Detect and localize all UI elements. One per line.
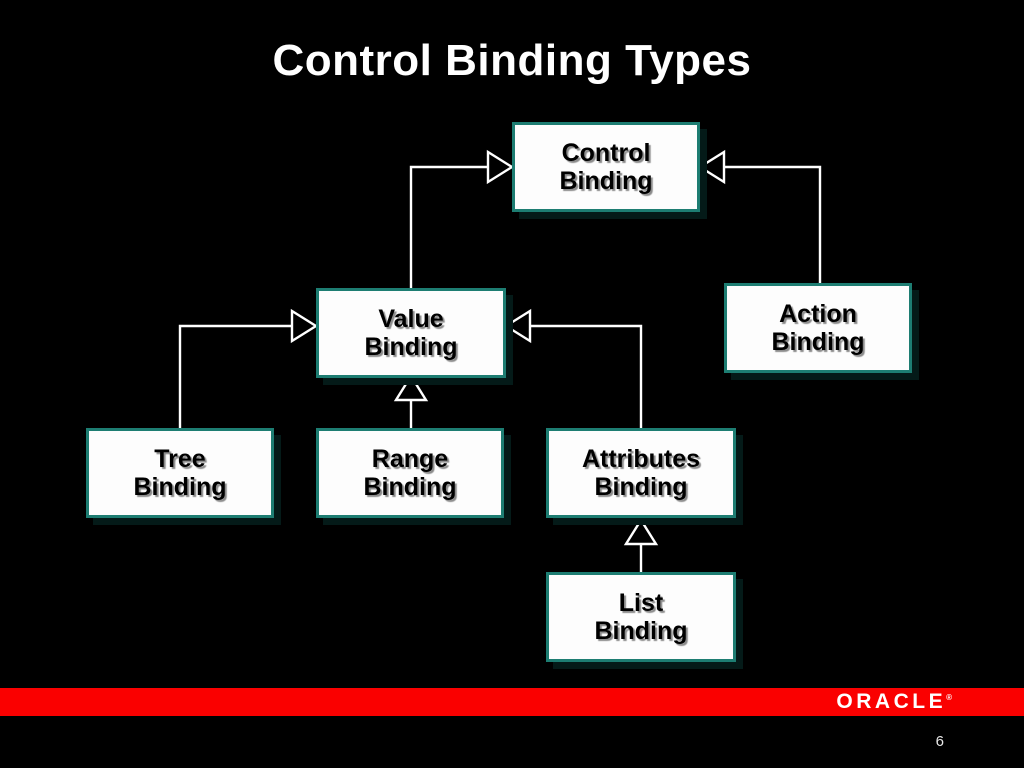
node-control-binding[interactable]: Control Binding bbox=[512, 122, 700, 212]
node-label-line2: Binding bbox=[364, 333, 458, 361]
node-label-line1: Tree bbox=[154, 444, 206, 473]
page-number: 6 bbox=[935, 733, 944, 750]
arrowhead-into-value-bottom bbox=[393, 373, 429, 402]
edge-action-to-control bbox=[718, 165, 822, 283]
node-list-binding[interactable]: List Binding bbox=[546, 572, 736, 662]
node-action-binding[interactable]: Action Binding bbox=[724, 283, 912, 373]
node-attributes-binding[interactable]: Attributes Binding bbox=[546, 428, 736, 518]
node-label-line2: Binding bbox=[594, 617, 688, 645]
arrowhead-into-control-left bbox=[486, 149, 515, 185]
arrowhead-into-attributes-bottom bbox=[623, 517, 659, 546]
node-value-binding[interactable]: Value Binding bbox=[316, 288, 506, 378]
edge-attributes-to-value bbox=[524, 324, 643, 428]
node-label-line1: Attributes bbox=[581, 444, 701, 473]
arrowhead-into-value-right bbox=[503, 308, 532, 344]
node-range-binding[interactable]: Range Binding bbox=[316, 428, 504, 518]
node-label-line1: Control bbox=[561, 138, 651, 167]
node-tree-binding[interactable]: Tree Binding bbox=[86, 428, 274, 518]
oracle-logo-text: ORACLE bbox=[836, 690, 947, 713]
node-label-line2: Binding bbox=[133, 473, 227, 501]
edge-tree-to-value bbox=[178, 324, 298, 428]
node-label-line1: List bbox=[618, 588, 664, 617]
node-label-line2: Binding bbox=[771, 328, 865, 356]
footer-accent-bar bbox=[0, 688, 1024, 716]
node-label-line1: Action bbox=[779, 299, 857, 328]
arrowhead-into-control-right bbox=[697, 149, 726, 185]
binding-hierarchy-diagram: Control Binding Value Binding Action Bin… bbox=[86, 122, 912, 662]
edge-value-to-control bbox=[409, 165, 494, 288]
oracle-logo: ORACLE® bbox=[836, 690, 952, 714]
node-label-line2: Binding bbox=[559, 167, 653, 195]
node-label-line2: Binding bbox=[363, 473, 457, 501]
arrowhead-into-value-left bbox=[290, 308, 319, 344]
node-label-line1: Range bbox=[371, 444, 449, 473]
node-label-line2: Binding bbox=[594, 473, 688, 501]
page-title: Control Binding Types bbox=[272, 36, 752, 85]
trademark-symbol: ® bbox=[946, 693, 952, 702]
node-label-line1: Value bbox=[378, 304, 444, 333]
